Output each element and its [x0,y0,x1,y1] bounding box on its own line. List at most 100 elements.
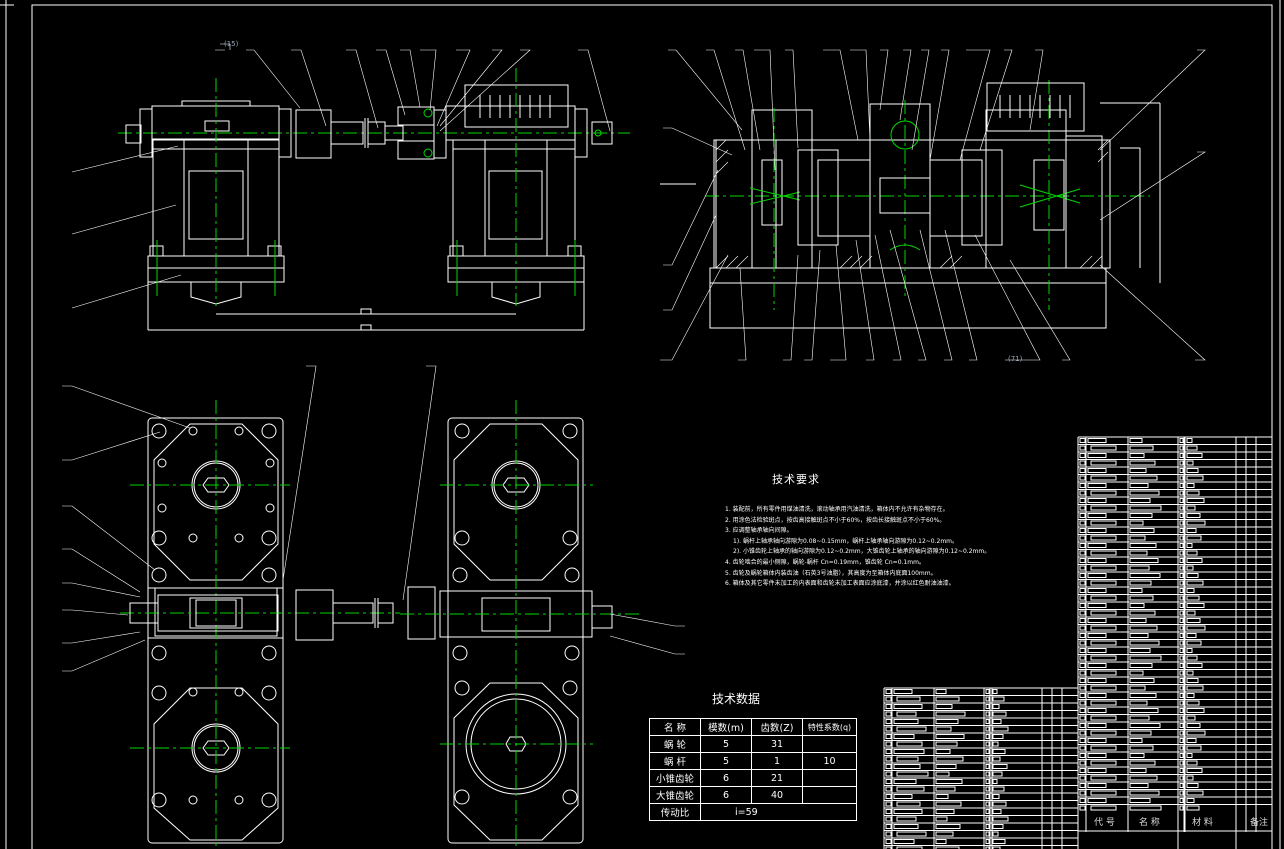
bom-cell-text [1179,460,1184,466]
cell-q [802,786,857,804]
bom-cell-text [885,726,892,732]
bom-cell-text [1129,640,1160,646]
bom-cell-text [1079,648,1086,653]
requirement-item: 2). 小锥齿轮上轴承的轴向游隙为0.12~0.2mm，大锥齿轮上轴承的轴向游隙… [733,548,991,556]
bom-cell-text [1129,580,1152,586]
bom-cell-text [1090,520,1117,526]
bom-cell-text [885,711,892,717]
bom-cell-text [1186,745,1202,751]
bom-cell-text [935,711,966,717]
bom-cell-text [1179,528,1184,533]
bom-cell-text [985,824,990,829]
bom-cell-text [1090,625,1117,631]
bom-cell-text [1087,648,1107,653]
bom-cell-text [1186,685,1204,691]
bom-cell-text [1129,610,1156,616]
bom-cell-text [1079,738,1086,743]
bom-cell-text [1079,790,1086,796]
header-module: 模数(m) [700,718,752,736]
bom-cell-text [1179,805,1184,811]
bom-cell-text [1079,558,1086,563]
bom-cell-text [1079,670,1086,676]
bom-cell-text [1186,723,1201,728]
bom-cell-text [992,771,1003,777]
bom-cell-text [992,794,1000,799]
bom-cell-text [885,801,892,807]
bom-cell-text [1186,603,1205,608]
bom-cell-text [1186,595,1200,601]
bom-cell-text [1186,618,1201,623]
bom-cell-text [935,771,950,777]
requirement-item: 2. 用涂色法检验斑点，按齿高接触斑点不小于60%，按齿长接触斑点不小于60%。 [725,516,946,524]
bom-cell-text [992,749,1006,754]
bom-cell-text [1179,760,1184,766]
bom-cell-text [1079,490,1086,496]
bom-cell-text [992,719,1002,724]
bom-cell-text [1186,565,1194,571]
bom-cell-text [1129,438,1143,443]
table-row: 蜗 轮 5 31 [649,735,857,753]
bom-cell-text [1087,738,1107,743]
bom-cell-text [1087,558,1107,563]
bom-cell-text [1179,798,1184,803]
bom-cell-text [1129,790,1160,796]
bom-cell-text [885,764,892,769]
header-teeth: 齿数(Z) [751,718,803,736]
bom-cell-text [896,741,923,747]
bom-cell-text [985,831,990,837]
bom-cell-text [1087,543,1107,548]
bom-cell-text [1087,573,1107,578]
bom-cell-text [985,764,990,769]
bom-cell-text [1179,445,1184,451]
bom-cell-text [992,711,1007,717]
bom-cell-text [1129,700,1148,706]
bom-cell-text [1179,790,1184,796]
cell-teeth: 1 [751,752,803,770]
bom-cell-text [935,749,951,754]
bom-cell-text [1087,438,1107,443]
bom-cell-text [1079,693,1086,698]
bom-cell-text [985,786,990,792]
bom-cell-text [985,689,990,694]
bom-cell-text [1129,715,1150,721]
bom-cell-text [1079,723,1086,728]
bom-header-remark: 备注 [1250,818,1269,828]
bom-cell-text [896,846,923,849]
bom-cell-text [1129,588,1143,593]
cell-teeth: 31 [751,735,803,753]
bom-cell-text [1186,760,1198,766]
bom-cell-text [1129,468,1147,473]
bom-cell-text [1129,738,1143,743]
bom-cell-text [992,741,999,747]
bom-cell-text [1079,565,1086,571]
bom-cell-text [935,696,960,702]
bom-cell-text [1090,655,1117,661]
bom-cell-text [992,756,1001,762]
bom-cell-text [1079,595,1086,601]
bom-cell-text [1186,610,1196,616]
callout-label: (15) [224,40,239,48]
bom-cell-text [992,846,1001,849]
bom-cell-text [1079,633,1086,638]
bom-cell-text [1186,580,1204,586]
bom-cell-text [985,846,990,849]
bom-cell-text [1087,618,1107,623]
bom-cell-text [1179,648,1184,653]
bom-cell-text [1079,700,1086,706]
table-row-ratio: 传动比 i=59 [649,803,857,821]
bom-cell-text [1129,618,1147,623]
bom-cell-text [1179,768,1184,773]
bom-cell-text [1129,633,1149,638]
bom-cell-text [1087,693,1107,698]
bom-cell-text [1186,475,1204,481]
bom-cell-text [885,816,892,822]
bom-cell-text [896,771,929,777]
cell-q: 10 [802,752,857,770]
bom-cell-text [992,786,1005,792]
bom-cell-text [1129,663,1153,668]
bom-cell-text [1079,610,1086,616]
bom-cell-text [1087,498,1107,503]
bom-cell-text [1129,670,1144,676]
bom-cell-text [1087,753,1107,758]
bom-cell-text [885,794,892,799]
